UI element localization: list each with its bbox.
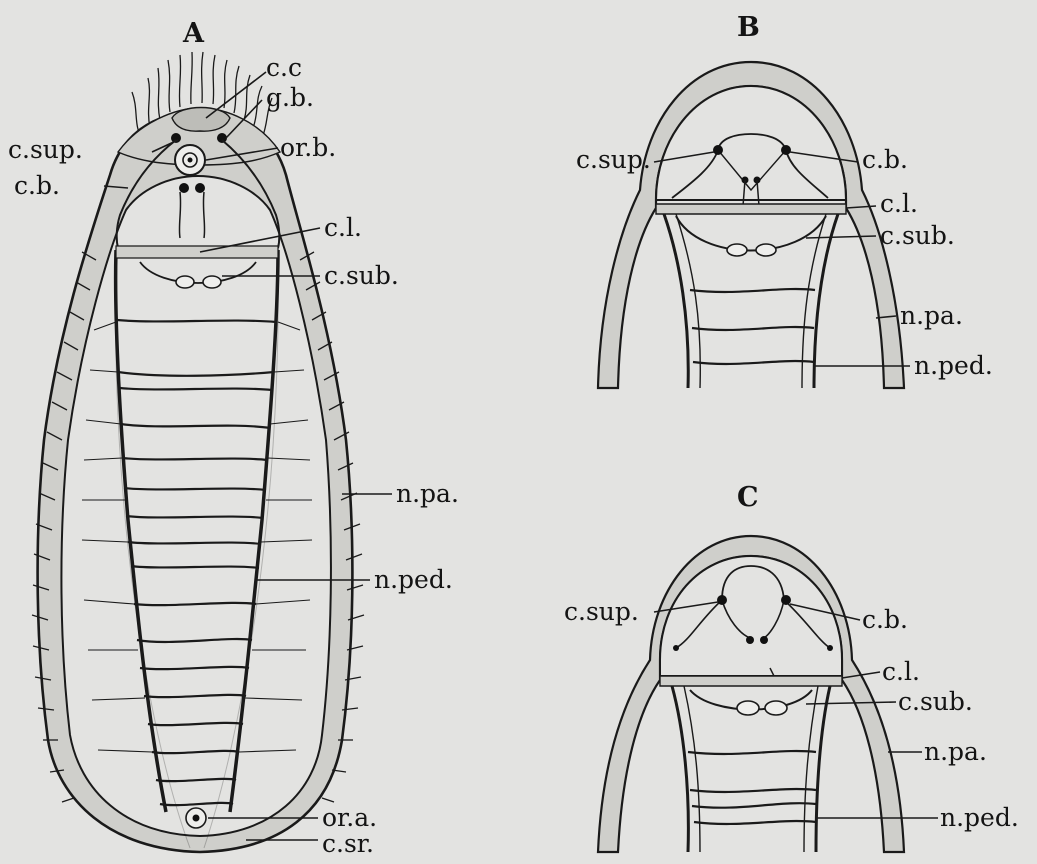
b-rungs xyxy=(690,289,815,364)
b-lateral-commissure xyxy=(656,204,846,214)
panel-a: A xyxy=(8,18,459,858)
c-cb-node xyxy=(781,595,791,605)
c-rungs xyxy=(688,751,816,824)
c-right-cord xyxy=(816,686,830,852)
label-a-cc: c.c xyxy=(266,53,302,82)
panel-a-title: A xyxy=(182,18,205,49)
label-c-cl: c.l. xyxy=(882,657,920,686)
panel-b-title: B xyxy=(737,12,760,43)
label-c-nped: n.ped. xyxy=(940,803,1019,832)
subesophageal-ganglion-right xyxy=(203,276,221,288)
b-right-cord xyxy=(814,214,838,388)
anal-opening-center xyxy=(193,815,200,822)
lateral-commissure xyxy=(116,246,278,258)
label-a-npa: n.pa. xyxy=(396,479,459,508)
label-b-cb: c.b. xyxy=(862,145,908,174)
b-csub-left xyxy=(727,244,747,256)
c-csub-right xyxy=(765,701,787,715)
label-a-csr: c.sr. xyxy=(322,829,374,858)
label-c-npa: n.pa. xyxy=(924,737,987,766)
panel-b: B xyxy=(576,12,993,388)
c-left-cord xyxy=(672,686,688,852)
label-c-cb: c.b. xyxy=(862,605,908,634)
b-csup-node xyxy=(713,145,723,155)
label-a-gb: g.b. xyxy=(266,83,314,112)
b-left-cord xyxy=(664,214,688,388)
label-c-csub: c.sub. xyxy=(898,687,973,716)
label-a-csub: c.sub. xyxy=(324,261,399,290)
ganglion-right xyxy=(217,133,227,143)
b-csub-right xyxy=(756,244,776,256)
b-cb-node xyxy=(781,145,791,155)
label-a-orb: or.b. xyxy=(280,133,336,162)
c-csub-left xyxy=(737,701,759,715)
subesophageal-ganglion-left xyxy=(176,276,194,288)
label-a-cl: c.l. xyxy=(324,213,362,242)
label-c-csup: c.sup. xyxy=(564,597,639,626)
cerebral-commissure xyxy=(172,108,230,132)
label-b-npa: n.pa. xyxy=(900,301,963,330)
label-a-csup: c.sup. xyxy=(8,135,83,164)
brain-node-right xyxy=(195,183,205,193)
label-a-cb: c.b. xyxy=(14,171,60,200)
label-a-nped: n.ped. xyxy=(374,565,453,594)
label-b-csub: c.sub. xyxy=(880,221,955,250)
label-b-nped: n.ped. xyxy=(914,351,993,380)
label-b-csup: c.sup. xyxy=(576,145,651,174)
b-csub-arc xyxy=(676,216,826,251)
label-b-cl: c.l. xyxy=(880,189,918,218)
brain-node-left xyxy=(179,183,189,193)
oral-bulb-center xyxy=(188,158,193,163)
panel-c: C xyxy=(564,482,1019,852)
c-csup-node xyxy=(717,595,727,605)
c-lateral-commissure xyxy=(660,676,842,686)
label-a-ora: or.a. xyxy=(322,803,377,832)
panel-c-title: C xyxy=(737,482,759,513)
